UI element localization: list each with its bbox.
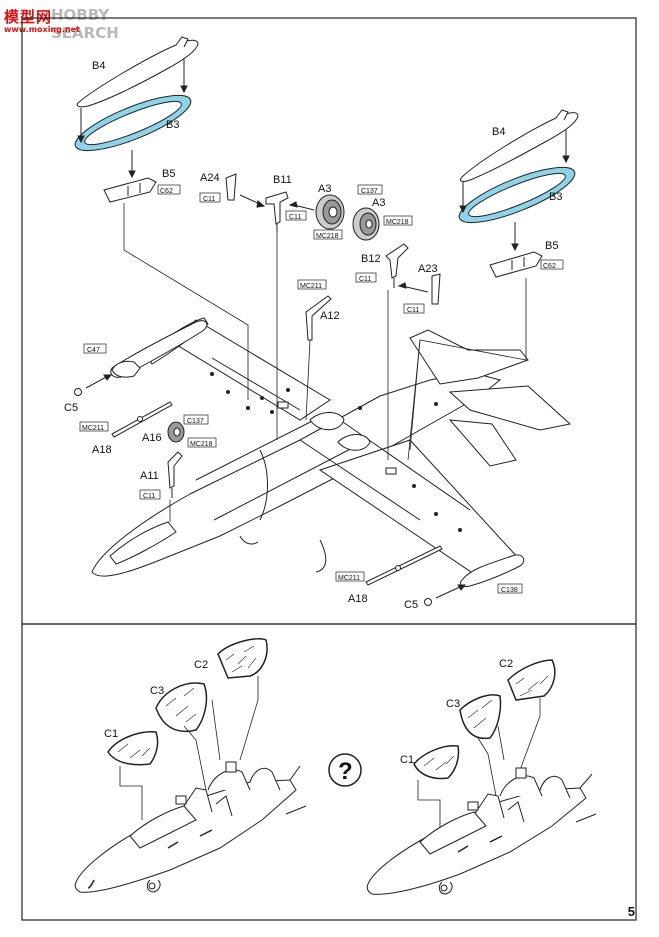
- strut-b11: [265, 191, 289, 225]
- canopy-c1-right: [413, 745, 460, 780]
- label-b4-left: B4: [92, 60, 105, 72]
- left-side-parts: [74, 360, 185, 498]
- tank-b4-right: [459, 112, 579, 182]
- canopy-option-left: [74, 638, 307, 893]
- question-circle: [328, 753, 362, 787]
- watermark-brand: HOBBY SEARCH: [51, 6, 119, 42]
- label-b3-left: B3: [166, 119, 179, 131]
- label-a18-left: A18: [92, 444, 112, 456]
- label-c5-right: C5: [404, 599, 418, 611]
- label-mc218-left: MC218: [190, 441, 213, 448]
- label-c11-b11: C11: [289, 214, 301, 221]
- label-c3-right: C3: [446, 698, 460, 710]
- door-a24: [225, 173, 237, 201]
- label-b5-left: B5: [162, 168, 175, 180]
- label-c11-a11: C11: [143, 493, 155, 500]
- part-c5-right: [424, 598, 432, 606]
- label-mc218-a3: MC218: [316, 233, 339, 240]
- label-c1-left: C1: [104, 728, 118, 740]
- right-side-parts: [365, 545, 467, 606]
- label-mc218-top: MC218: [386, 219, 409, 226]
- fuel-tank-nose-c47: [111, 360, 141, 378]
- watermark-logo: 模型网: [4, 8, 53, 26]
- fuselage-right-option: [366, 787, 587, 895]
- strut-b12: [385, 243, 409, 279]
- drop-tank-right: [458, 109, 579, 278]
- label-mc211-bottom: MC211: [338, 575, 360, 582]
- fuselage-left-option: [74, 779, 297, 893]
- label-c2-right: C2: [499, 658, 513, 670]
- tank-b4-left: [76, 39, 199, 108]
- label-b3-right: B3: [549, 191, 562, 203]
- label-c1-right: C1: [400, 754, 414, 766]
- page-number: 5: [627, 904, 635, 919]
- label-c11-b12: C11: [359, 276, 371, 283]
- label-a11: A11: [140, 470, 159, 482]
- part-a18-bottom: [365, 545, 443, 586]
- label-c137-left: C137: [187, 418, 204, 425]
- label-c11-a23: C11: [407, 307, 419, 314]
- label-a18-bottom: A18: [348, 593, 368, 605]
- label-a24: A24: [200, 172, 220, 184]
- label-b12: B12: [361, 253, 381, 265]
- label-c62-right: C62: [543, 263, 556, 270]
- label-a3-right: A3: [372, 197, 385, 209]
- label-c11-a24: C11: [203, 196, 215, 203]
- label-c138: C138: [501, 587, 518, 594]
- label-b5-right: B5: [545, 240, 558, 252]
- canopy-c2-left: [217, 638, 268, 679]
- aircraft-top-view: [91, 317, 572, 587]
- label-mc211-top: MC211: [300, 283, 322, 290]
- alternate-choice-marker: ?: [328, 753, 362, 787]
- pylon-b5-left: [103, 177, 157, 203]
- question-mark: ?: [338, 758, 353, 785]
- canopy-option-right: [366, 659, 597, 895]
- canopy-c3-right: [459, 694, 502, 740]
- watermark: 模型网 HOBBY SEARCH www.moxing.net: [4, 4, 164, 42]
- label-c137-top: C137: [361, 188, 378, 195]
- leader-lines-top: [123, 203, 527, 522]
- drop-tank-left: [74, 36, 199, 203]
- door-a23: [431, 273, 441, 305]
- label-a12: A12: [320, 310, 340, 322]
- part-a12: [305, 295, 332, 341]
- label-b11: B11: [273, 174, 292, 186]
- gear-parts-top: [225, 173, 441, 341]
- label-c2-left: C2: [194, 659, 208, 671]
- canopy-c2-right: [507, 659, 556, 701]
- label-c3-left: C3: [150, 685, 164, 697]
- label-a16: A16: [142, 432, 162, 444]
- label-c62-left: C62: [160, 188, 173, 195]
- label-b4-right: B4: [492, 126, 505, 138]
- label-c5-left: C5: [64, 402, 78, 414]
- watermark-url: www.moxing.net: [4, 25, 80, 34]
- horizontal-stab: [448, 385, 572, 431]
- label-c47: C47: [87, 347, 100, 354]
- label-a3-left: A3: [318, 183, 331, 195]
- canopy-c3-left: [155, 682, 208, 733]
- bottom-panel-frame: [21, 623, 637, 921]
- label-mc211-left: MC211: [82, 425, 104, 432]
- pylon-b5-right: [489, 251, 543, 278]
- label-a23: A23: [418, 263, 438, 275]
- strut-a11: [167, 451, 183, 489]
- canopy-c1-left: [107, 731, 159, 766]
- part-c5-left: [74, 388, 82, 396]
